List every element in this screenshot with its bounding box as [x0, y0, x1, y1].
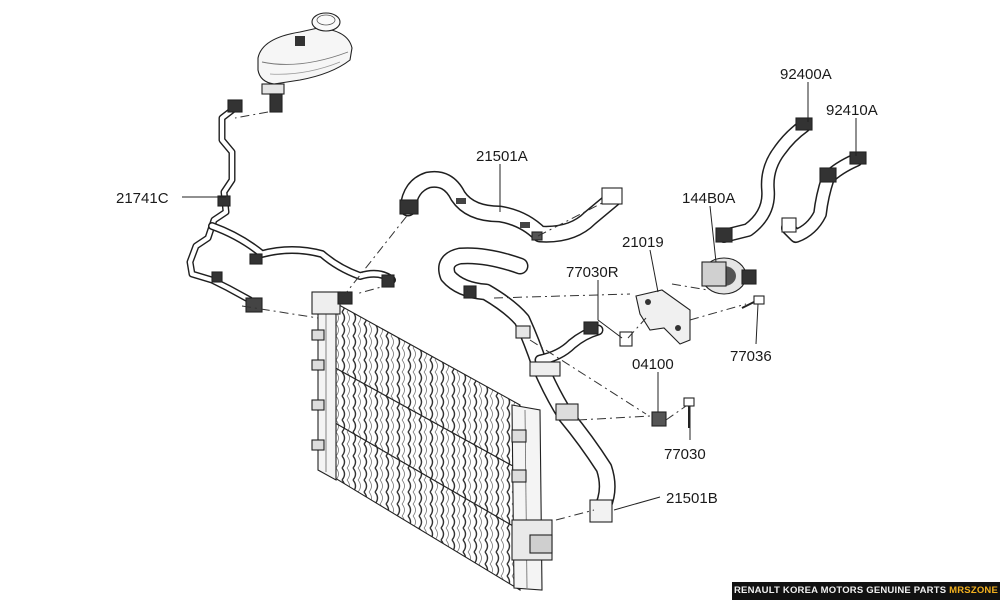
- hose-21741c: [190, 100, 394, 312]
- callout-77036: 77036: [730, 348, 772, 365]
- callout-77030r: 77030R: [566, 264, 619, 281]
- watermark-banner: RENAULT KOREA MOTORS GENUINE PARTS MRSZO…: [732, 582, 1000, 600]
- expansion-tank: [258, 13, 352, 112]
- callout-21501b: 21501B: [666, 490, 718, 507]
- hose-92410a: [782, 152, 866, 236]
- callout-21741c: 21741C: [116, 190, 169, 207]
- callout-144b0a: 144B0A: [682, 190, 735, 207]
- callout-77030: 77030: [664, 446, 706, 463]
- clamp-04100: [652, 412, 666, 426]
- callout-92410a: 92410A: [826, 102, 878, 119]
- bolt-77030: [684, 398, 694, 428]
- callout-04100: 04100: [632, 356, 674, 373]
- clip-77030r: [620, 332, 632, 346]
- callout-21501a: 21501A: [476, 148, 528, 165]
- bolt-77036: [742, 296, 764, 308]
- water-pump-144b0a: [702, 258, 756, 294]
- callout-21019: 21019: [622, 234, 664, 251]
- watermark-text: RENAULT KOREA MOTORS GENUINE PARTS: [734, 585, 946, 596]
- callout-92400a: 92400A: [780, 66, 832, 83]
- hose-92400a: [716, 118, 812, 242]
- bracket-21019: [636, 290, 690, 344]
- watermark-brand: MRSZONE: [949, 585, 998, 596]
